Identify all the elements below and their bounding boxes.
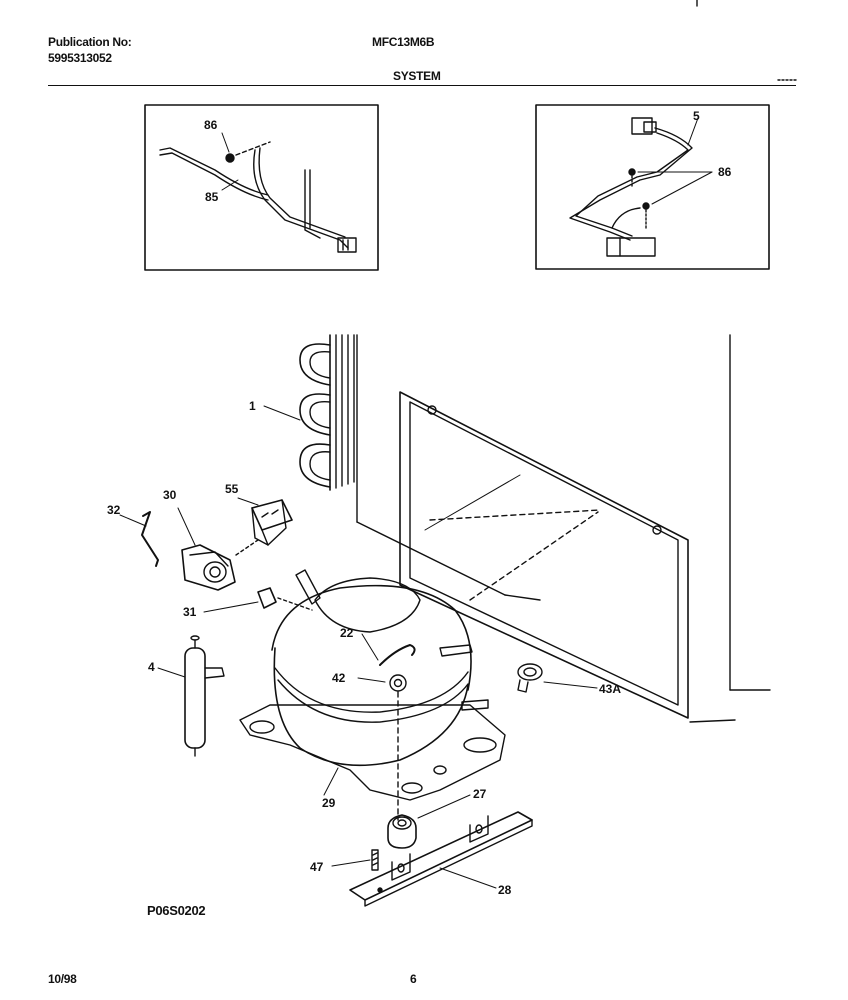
callout-29: 29 — [322, 796, 336, 810]
screw-47 — [371, 849, 379, 871]
leader-line — [157, 667, 186, 678]
connector-block-bottom — [606, 237, 656, 257]
leader-line — [417, 794, 471, 819]
leader-line — [323, 767, 339, 796]
screw-icon — [642, 202, 650, 210]
cabinet-back — [356, 334, 771, 723]
callout-22: 22 — [340, 626, 354, 640]
harness-connector — [337, 237, 357, 253]
callout-5: 5 — [693, 109, 700, 123]
grommet-42 — [389, 674, 407, 692]
leader-line — [203, 601, 259, 613]
callout-55: 55 — [225, 482, 239, 496]
cover-31 — [257, 587, 277, 609]
clip-32 — [141, 511, 159, 567]
inset-right-harness — [535, 104, 770, 270]
callout-85: 85 — [205, 190, 219, 204]
diagram-code: P06S0202 — [147, 903, 206, 918]
inset-frame-right — [535, 104, 770, 270]
callout-28: 28 — [498, 883, 512, 897]
compressor-dome — [314, 577, 421, 633]
callout-43a: 43A — [599, 682, 621, 696]
leader-line — [543, 681, 598, 689]
leader-line — [361, 633, 379, 661]
wire-22 — [379, 644, 416, 666]
harness-wire — [575, 132, 689, 237]
overload-55 — [251, 499, 293, 531]
screw-icon — [225, 153, 235, 163]
harness-wire — [159, 147, 269, 196]
inset-frame-left — [144, 104, 379, 271]
callout-30: 30 — [163, 488, 177, 502]
callout-32: 32 — [107, 503, 121, 517]
base-rail-assembly — [331, 794, 533, 907]
compressor — [239, 511, 599, 821]
harness-wire — [569, 127, 693, 241]
filter-drier — [157, 635, 225, 757]
inset-left-harness — [144, 104, 379, 271]
relay-overload-assembly — [119, 497, 313, 613]
leader-line — [221, 179, 239, 191]
connector-block-top — [631, 117, 653, 135]
leader-line — [651, 171, 713, 205]
clamp-43a — [517, 663, 598, 693]
grommet-27 — [387, 814, 417, 849]
page-number: 6 — [410, 972, 417, 986]
compressor-base-plate — [239, 704, 506, 801]
publication-label: Publication No: — [48, 35, 132, 49]
harness-wire — [258, 147, 346, 238]
callout-labels: 86 85 5 86 1 32 30 55 31 22 4 42 43A 29 … — [107, 109, 732, 897]
condenser-coil — [263, 334, 355, 491]
callout-86-right: 86 — [718, 165, 732, 179]
callout-47: 47 — [310, 860, 324, 874]
screw-icon — [628, 168, 636, 176]
callout-86-left: 86 — [204, 118, 218, 132]
leader-line — [357, 677, 386, 683]
harness-wire — [304, 169, 321, 239]
leader-line — [687, 117, 699, 146]
footer-date: 10/98 — [48, 972, 77, 986]
compressor-shell — [273, 647, 469, 767]
leader-line — [439, 867, 497, 889]
callout-4: 4 — [148, 660, 155, 674]
back-panel-frame — [399, 391, 689, 719]
leader-line — [331, 859, 371, 867]
process-tube — [295, 569, 321, 605]
harness-wire — [159, 152, 269, 201]
leader-line — [177, 507, 196, 546]
relay-30 — [181, 544, 236, 591]
harness-wire — [253, 149, 349, 249]
model-number: MFC13M6B — [372, 35, 435, 49]
publication-number: 5995313052 — [48, 51, 112, 65]
callout-42: 42 — [332, 671, 346, 685]
callout-1: 1 — [249, 399, 256, 413]
harness-wire — [611, 207, 641, 229]
callout-27: 27 — [473, 787, 487, 801]
leader-line — [237, 497, 259, 506]
section-title: SYSTEM — [393, 69, 441, 83]
header-divider — [48, 85, 796, 86]
leader-line — [221, 132, 230, 153]
leader-line — [263, 405, 301, 421]
callout-31: 31 — [183, 605, 197, 619]
leader-line — [119, 514, 147, 527]
